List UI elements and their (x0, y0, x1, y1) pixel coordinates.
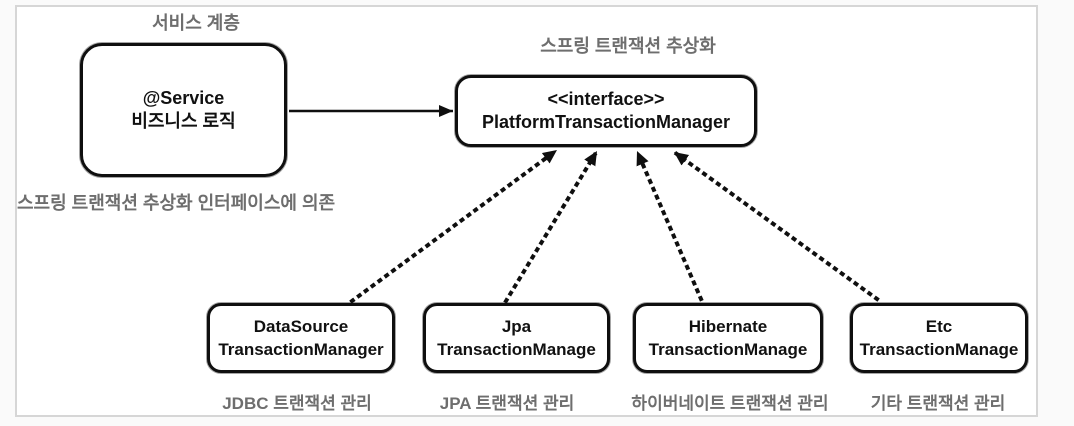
service-box: @Service 비즈니스 로직 (80, 43, 287, 177)
service-box-annotation: @Service (142, 88, 225, 108)
caption-etc: 기타 트랜잭션 관리 (870, 394, 1006, 413)
impl-etc-line1: Etc (925, 317, 953, 336)
caption-jpa: JPA 트랜잭션 관리 (439, 394, 575, 413)
impl-hibernate-line1: Hibernate (688, 317, 768, 336)
abstraction-title: 스프링 트랜잭션 추상화 (540, 36, 716, 56)
impl-box-hibernate: Hibernate TransactionManage (633, 303, 823, 373)
interface-name: PlatformTransactionManager (481, 112, 731, 132)
caption-jdbc: JDBC 트랜잭션 관리 (222, 394, 372, 413)
dependency-note: 스프링 트랜잭션 추상화 인터페이스에 의존 (17, 193, 336, 213)
impl-etc-line2: TransactionManage (859, 340, 1019, 359)
service-box-label: 비즈니스 로직 (131, 111, 236, 131)
impl-datasource-line2: TransactionManager (218, 340, 384, 359)
impl-hibernate-line2: TransactionManage (648, 340, 808, 359)
caption-hibernate: 하이버네이트 트랜잭션 관리 (631, 394, 829, 413)
impl-box-jpa: Jpa TransactionManage (423, 303, 610, 373)
impl-jpa-line2: TransactionManage (437, 340, 596, 359)
interface-stereotype: <<interface>> (547, 89, 665, 109)
impl-jpa-line1: Jpa (501, 317, 532, 336)
service-layer-title: 서비스 계층 (152, 13, 240, 33)
impl-box-datasource: DataSource TransactionManager (207, 303, 395, 373)
impl-box-etc: Etc TransactionManage (850, 303, 1028, 373)
impl-datasource-line1: DataSource (253, 317, 349, 336)
interface-box: <<interface>> PlatformTransactionManager (455, 75, 757, 147)
